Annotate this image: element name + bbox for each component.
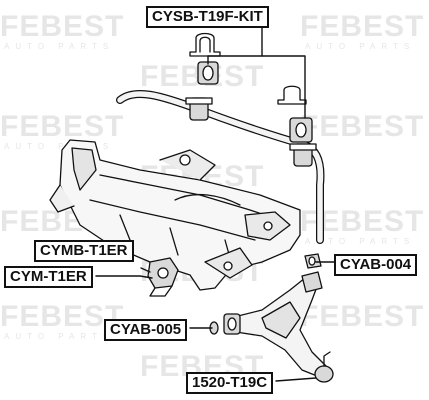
leader-lines [95,25,335,382]
watermark-brand: FEBEST [300,300,425,333]
part-label-cym-t1er: CYM-T1ER [4,266,93,288]
part-label-1520-t19c: 1520-T19C [186,372,274,394]
watermark-tagline: AUTO PARTS [305,42,416,51]
watermark-brand: FEBEST [300,110,425,143]
watermark-tagline: AUTO PARTS [4,332,115,341]
kit-clamp [189,32,221,57]
part-label-cymb-t1er: CYMB-T1ER [34,240,134,262]
watermark-tagline: AUTO PARTS [4,142,115,151]
arm-bushing-front [223,313,241,335]
watermark-tagline: AUTO PARTS [4,42,115,51]
kit-bushing-left [197,61,219,85]
arm-bushing-rear [301,271,323,293]
stabilizer-bar-inner [117,91,324,243]
watermark-brand: FEBEST [0,110,125,143]
kit-bushing-right [289,117,313,143]
ball-joint [314,351,334,383]
watermark-brand: FEBEST [300,10,425,43]
watermark-brand: FEBEST [0,10,125,43]
bar-bushing-left [185,97,213,121]
watermark-brand: FEBEST [0,300,125,333]
engine-mount [147,257,179,297]
watermark-tagline: AUTO PARTS [305,237,416,246]
bushing-cyab-004 [304,253,322,269]
kit-clamp-right [277,85,307,105]
part-label-cyab-005: CYAB-005 [104,319,188,341]
part-label-cyab-004: CYAB-004 [334,254,418,276]
bar-bushing-right [289,143,317,167]
part-label-cysb-t19f-kit: CYSB-T19F-KIT [146,6,269,28]
